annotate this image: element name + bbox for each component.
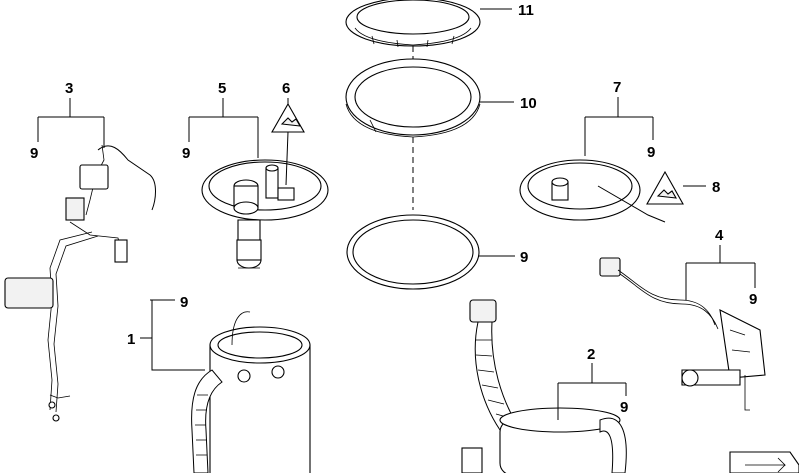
- leader-line-2: [557, 363, 627, 420]
- leader-line: [597, 185, 666, 223]
- part-9-seal-ring-center[interactable]: [346, 214, 480, 290]
- part-3-level-sensor[interactable]: [4, 144, 156, 422]
- part-1-pump-housing[interactable]: [191, 311, 311, 473]
- callout-5: 5: [218, 80, 226, 97]
- leader-line-1: [140, 299, 205, 371]
- part-5-pump-flange[interactable]: [201, 159, 329, 269]
- callout-9-sensor: 9: [749, 291, 757, 308]
- callout-10: 10: [520, 95, 537, 112]
- leader-line-4: [685, 245, 756, 300]
- callout-1: 1: [127, 331, 135, 348]
- part-8-warning-label[interactable]: [646, 170, 684, 205]
- callout-4: 4: [715, 227, 724, 244]
- callout-7: 7: [613, 79, 621, 96]
- leader-line-7: [584, 97, 654, 156]
- part-10-retaining-ring[interactable]: [345, 58, 481, 138]
- part-6-warning-label[interactable]: [271, 102, 305, 133]
- part-7-flange-right[interactable]: [519, 159, 641, 221]
- part-4-level-sensor-right[interactable]: [599, 257, 766, 411]
- leader-line-5: [188, 98, 259, 158]
- callout-9-filter: 9: [620, 399, 628, 416]
- callout-9-center: 9: [520, 249, 528, 266]
- callout-2: 2: [587, 346, 595, 363]
- part-11-locking-ring[interactable]: [345, 0, 481, 48]
- callout-8: 8: [712, 179, 720, 196]
- callout-11: 11: [518, 2, 534, 19]
- callout-9-left: 9: [30, 145, 38, 162]
- part-2-fuel-filter[interactable]: [461, 299, 627, 473]
- leader-line: [285, 131, 289, 186]
- callout-9-flange: 9: [182, 145, 190, 162]
- callout-9-pump: 9: [180, 294, 188, 311]
- leader-line-3: [37, 98, 105, 148]
- callout-3: 3: [65, 80, 73, 97]
- callout-9-right-flange: 9: [647, 144, 655, 161]
- callout-6: 6: [282, 80, 290, 97]
- orientation-arrow-icon: [729, 451, 799, 473]
